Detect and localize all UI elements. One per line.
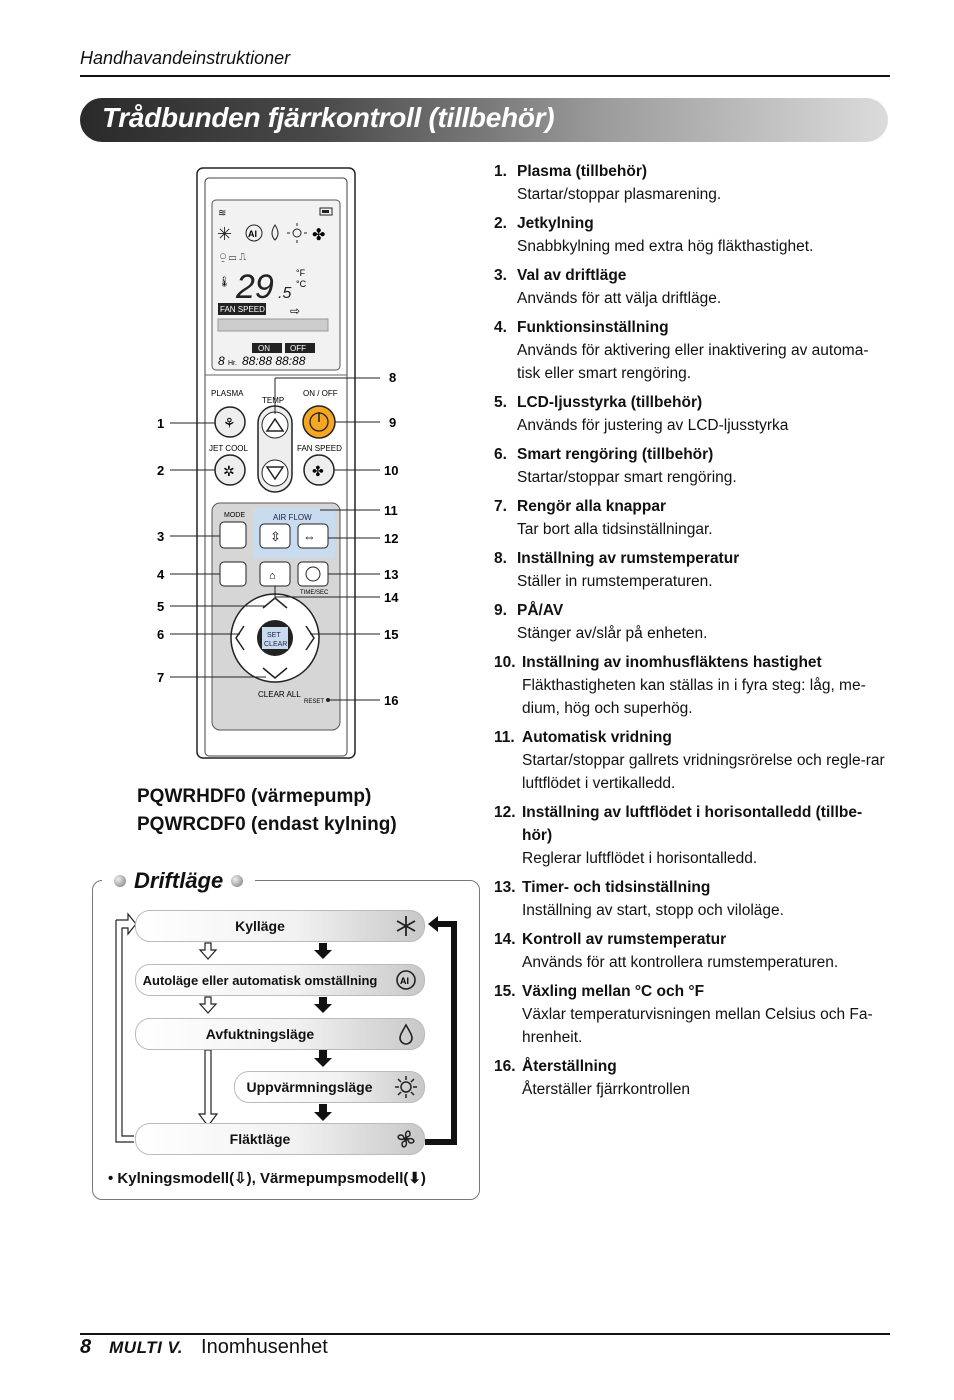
svg-text:✤: ✤ bbox=[312, 227, 325, 244]
callout-6: 6 bbox=[157, 627, 164, 642]
section-header: Handhavandeinstruktioner bbox=[80, 48, 291, 68]
callout-3: 3 bbox=[157, 529, 164, 544]
model-line-1: PQWRHDF0 (värmepump) bbox=[137, 786, 372, 807]
title-banner: Trådbunden fjärrkontroll (tillbehör) bbox=[80, 98, 888, 142]
jetcool-label: JET COOL bbox=[209, 444, 249, 453]
timesec-label: TIME/SEC bbox=[300, 590, 329, 596]
airflow-label: AIR FLOW bbox=[273, 513, 312, 522]
droplet-icon bbox=[399, 1023, 413, 1045]
svg-text:AI: AI bbox=[400, 976, 409, 986]
list-item: 16.Återställning Återställer fjärrkontro… bbox=[494, 1058, 690, 1098]
list-item: 11.Automatisk vridning Startar/stoppar g… bbox=[494, 729, 885, 792]
callout-12: 12 bbox=[384, 531, 398, 546]
mode-flow-arrows bbox=[115, 912, 457, 1145]
list-item: 7.Rengör alla knappar Tar bort alla tids… bbox=[494, 498, 713, 538]
operation-mode-title: Driftläge bbox=[102, 866, 256, 896]
brand-logo: MULTI V. bbox=[109, 1337, 184, 1357]
svg-text:AI: AI bbox=[248, 229, 257, 239]
lcd-hr: Hr. bbox=[228, 360, 237, 367]
callout-16: 16 bbox=[384, 693, 398, 708]
svg-text:≋: ≋ bbox=[218, 208, 226, 219]
temp-label: TEMP bbox=[262, 396, 284, 405]
mode-heating: Uppvärmningsläge bbox=[234, 1071, 425, 1103]
callout-2: 2 bbox=[157, 463, 164, 478]
page-title: Trådbunden fjärrkontroll (tillbehör) bbox=[102, 102, 555, 133]
onoff-label: ON / OFF bbox=[303, 389, 338, 398]
svg-text:⍜ ▭ ⎍: ⍜ ▭ ⎍ bbox=[220, 252, 246, 263]
lcd-on: ON bbox=[258, 344, 270, 353]
svg-text:⇔: ⇔ bbox=[303, 529, 316, 544]
list-item: 15.Växling mellan °C och °F Växlar tempe… bbox=[494, 983, 873, 1046]
list-item: 1.Plasma (tillbehör) Startar/stoppar pla… bbox=[494, 163, 722, 203]
list-item: 3.Val av driftläge Används för att välja… bbox=[494, 267, 722, 307]
svg-text:⌂: ⌂ bbox=[269, 570, 276, 582]
list-item: 8.Inställning av rumstemperatur Ställer … bbox=[494, 550, 740, 590]
svg-text:⇳: ⇳ bbox=[270, 529, 281, 544]
callout-14: 14 bbox=[384, 590, 399, 605]
callout-11: 11 bbox=[384, 503, 398, 518]
list-item: 13.Timer- och tidsinställning Inställnin… bbox=[494, 879, 784, 919]
mode-fan: Fläktläge bbox=[135, 1123, 425, 1155]
list-item: 12.Inställning av luftflödet i horisonta… bbox=[494, 804, 863, 867]
list-item: 2.Jetkylning Snabbkylning med extra hög … bbox=[494, 215, 814, 255]
svg-text:🌡: 🌡 bbox=[218, 276, 231, 288]
bullet-icon bbox=[114, 875, 126, 887]
callout-13: 13 bbox=[384, 567, 398, 582]
list-item: 6.Smart rengöring (tillbehör) Startar/st… bbox=[494, 446, 737, 486]
snowflake-icon bbox=[396, 916, 416, 936]
clearall-label: CLEAR ALL bbox=[258, 690, 301, 699]
lcd-unit-f: °F bbox=[296, 268, 306, 278]
svg-text:✲: ✲ bbox=[223, 463, 235, 479]
callout-7: 7 bbox=[157, 670, 164, 685]
footer-label: Inomhusenhet bbox=[201, 1336, 328, 1358]
set-label: SET bbox=[267, 632, 281, 639]
footer-rule bbox=[80, 1333, 890, 1335]
plasma-label: PLASMA bbox=[211, 389, 244, 398]
page-footer: 8 MULTI V. Inomhusenhet bbox=[80, 1336, 328, 1359]
fanspeed-label: FAN SPEED bbox=[297, 444, 342, 453]
lcd-unit-c: °C bbox=[296, 279, 307, 289]
list-item: 5.LCD-ljusstyrka (tillbehör) Används för… bbox=[494, 394, 789, 434]
mode-cooling: Kylläge bbox=[135, 910, 425, 942]
list-item: 10.Inställning av inomhusfläktens hastig… bbox=[494, 654, 866, 717]
callout-8: 8 bbox=[389, 370, 396, 385]
bullet-icon bbox=[231, 875, 244, 887]
callout-15: 15 bbox=[384, 627, 398, 642]
callout-4: 4 bbox=[157, 567, 165, 582]
list-item: 14.Kontroll av rumstemperatur Används fö… bbox=[494, 931, 839, 971]
svg-text:✤: ✤ bbox=[312, 463, 324, 479]
cool-icon: ✳ bbox=[217, 224, 232, 244]
list-item: 9.PÅ/AV Stänger av/slår på enheten. bbox=[494, 602, 708, 642]
reset-label: RESET bbox=[304, 699, 324, 705]
lcd-off: OFF bbox=[290, 344, 306, 353]
svg-text:⚘: ⚘ bbox=[223, 415, 236, 431]
callout-10: 10 bbox=[384, 463, 398, 478]
lcd-temp: 29 bbox=[235, 268, 274, 306]
clear-label: CLEAR bbox=[264, 641, 287, 648]
svg-text:88:88 88:88: 88:88 88:88 bbox=[242, 354, 306, 368]
mode-label: MODE bbox=[224, 512, 245, 519]
lcd-fan-speed: FAN SPEED bbox=[220, 305, 265, 314]
page-number: 8 bbox=[80, 1336, 92, 1358]
ai-icon: AI bbox=[396, 970, 416, 990]
plasma-button bbox=[214, 406, 246, 438]
mode-dehumidify: Avfuktningsläge bbox=[135, 1018, 425, 1050]
callout-1: 1 bbox=[157, 416, 164, 431]
remote-illustration: ≋ ✳ AI ✤ ⍜ ▭ ⎍ 🌡 29 .5 °F °C FAN SPEED ⇨… bbox=[157, 167, 399, 759]
callout-9: 9 bbox=[389, 415, 396, 430]
list-item: 4.Funktionsinställning Används för aktiv… bbox=[494, 319, 869, 382]
sun-icon bbox=[395, 1076, 417, 1098]
header-rule bbox=[80, 75, 890, 77]
mode-auto: Autoläge eller automatisk omställning AI bbox=[135, 964, 425, 996]
fan-icon bbox=[397, 1130, 415, 1148]
lcd-temp-decimal: .5 bbox=[278, 285, 291, 302]
svg-text:8: 8 bbox=[218, 354, 225, 368]
mode-legend-note: • Kylningsmodell(⇩), Värmepumpsmodell(⬇) bbox=[108, 1170, 426, 1187]
svg-text:⇨: ⇨ bbox=[290, 304, 300, 318]
callout-5: 5 bbox=[157, 599, 164, 614]
model-line-2: PQWRCDF0 (endast kylning) bbox=[137, 814, 397, 835]
function-list: 1.Plasma (tillbehör) Startar/stoppar pla… bbox=[494, 160, 890, 1107]
